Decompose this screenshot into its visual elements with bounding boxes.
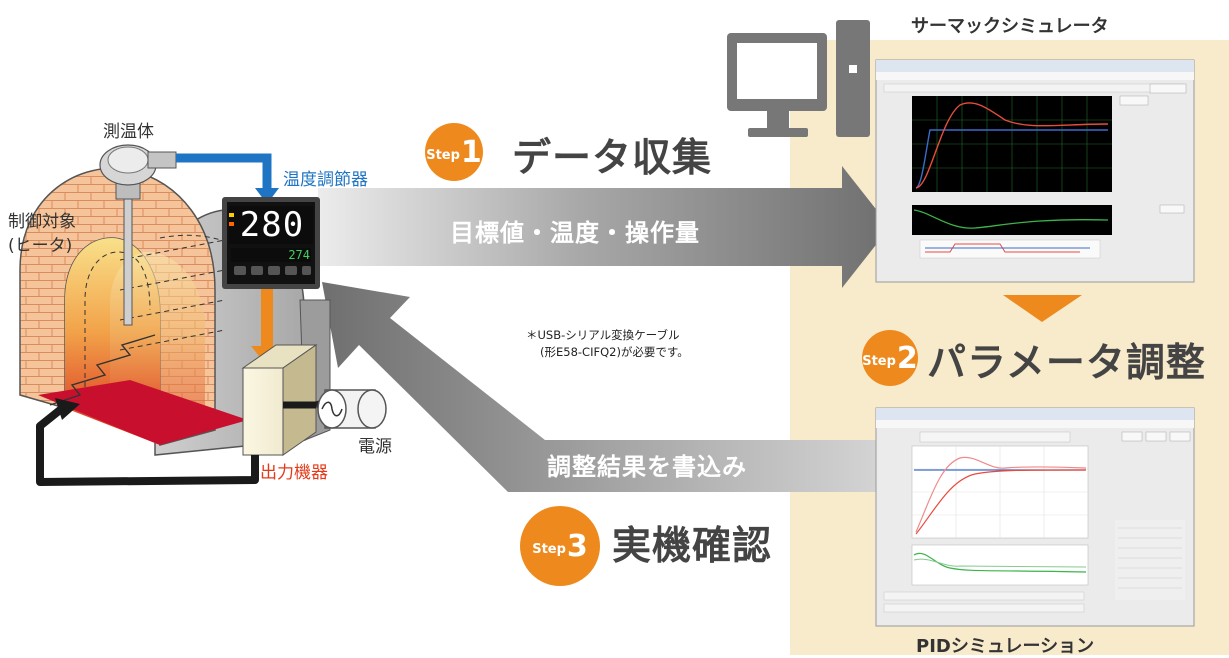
power-source-label: 電源	[358, 437, 392, 457]
data-flow-label: 目標値・温度・操作量	[450, 219, 700, 247]
step2-badge-text: Step	[862, 353, 896, 369]
cable-note-line2: (形E58-CIFQ2)が必要です。	[540, 345, 689, 359]
top-screen-caption: サーマックシミュレータ	[911, 16, 1109, 37]
step3-title: 実機確認	[612, 524, 773, 569]
step1-badge-text: Step	[426, 147, 460, 163]
output-device-label: 出力機器	[260, 463, 328, 483]
controller-sv-display: 274	[288, 248, 310, 262]
heater-wire	[36, 402, 259, 486]
step2-title: パラメータ調整	[927, 341, 1206, 386]
step1-number: 1	[460, 134, 482, 170]
bottom-screen-caption: PIDシミュレーション	[916, 636, 1095, 657]
step2-number: 2	[896, 340, 918, 376]
computer-icon	[727, 20, 870, 137]
controlled-object-label: 制御対象	[8, 212, 76, 232]
controller-pv-display: 280	[239, 205, 305, 245]
output-device-box	[241, 344, 318, 456]
step1-title: データ収集	[512, 136, 713, 181]
controlled-object-sublabel: (ヒータ)	[8, 236, 73, 256]
temperature-sensor	[99, 144, 177, 326]
write-back-arrow	[322, 282, 880, 492]
simulator-screen-top	[875, 59, 1195, 283]
simulator-screen-bottom	[875, 407, 1195, 627]
temperature-controller	[222, 197, 320, 289]
write-back-label: 調整結果を書込み	[547, 453, 747, 481]
down-arrow	[1003, 295, 1082, 322]
cable-note-line1: ＊USB-シリアル変換ケーブル	[526, 328, 680, 342]
step3-number: 3	[566, 528, 588, 564]
sensor-signal-line	[176, 153, 272, 190]
sensor-label: 測温体	[103, 122, 154, 142]
controller-label: 温度調節器	[283, 170, 368, 190]
step3-badge-text: Step	[532, 541, 566, 557]
data-flow-arrow	[318, 166, 890, 288]
power-source-icon	[315, 389, 387, 429]
